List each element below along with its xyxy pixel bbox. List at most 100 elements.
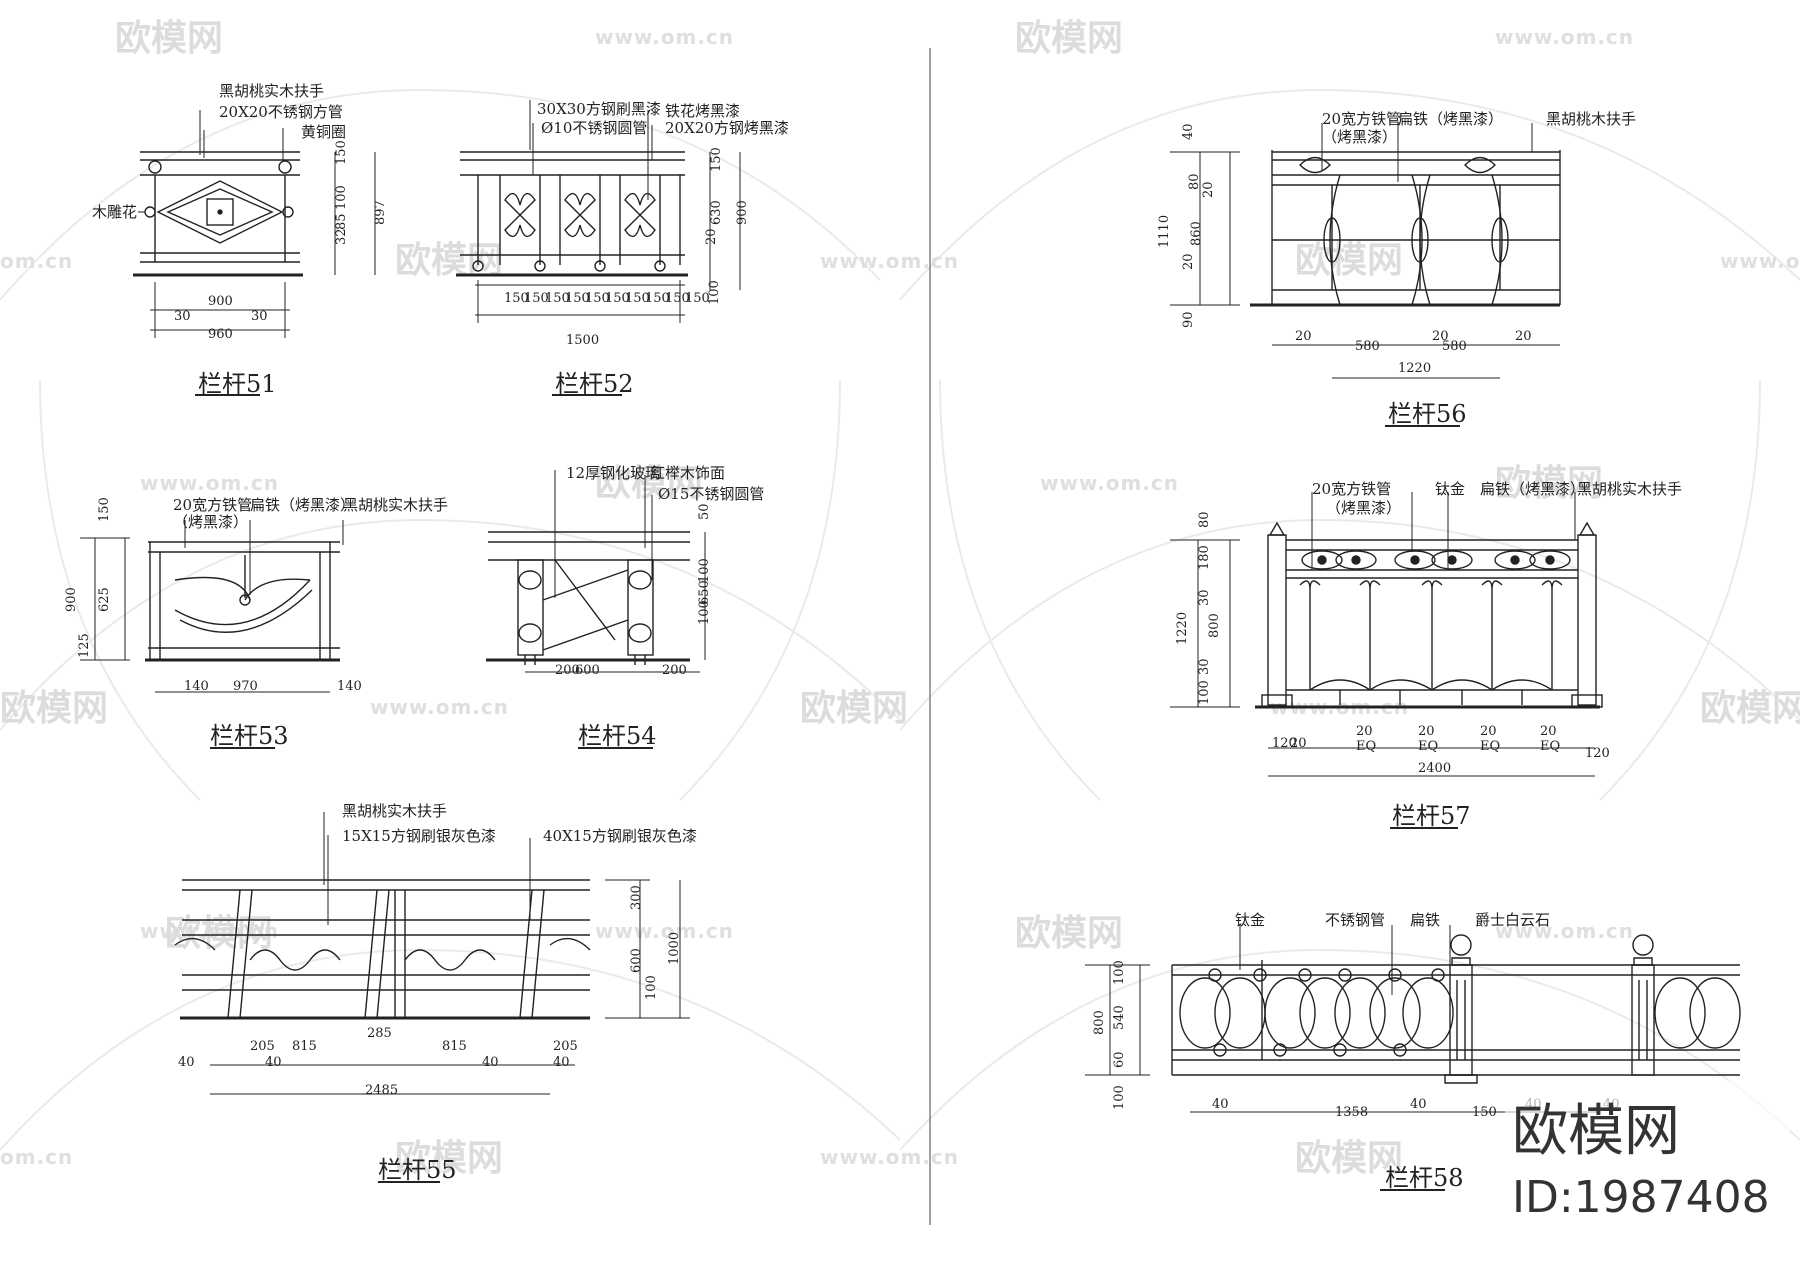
watermark-brand-1: 欧模网 bbox=[115, 18, 223, 59]
r52-dim-7: 150 bbox=[645, 291, 670, 306]
watermark-url-2: www.om.cn bbox=[1495, 25, 1634, 49]
r52-dim-4: 150 bbox=[585, 291, 610, 306]
r53-dim-2: 125 bbox=[77, 633, 92, 658]
r51-label-0: 黑胡桃实木扶手 bbox=[219, 82, 324, 100]
r51-label-1: 20X20不锈钢方管 bbox=[219, 103, 343, 121]
r51-dim-6: 85 bbox=[334, 213, 349, 230]
r53-dim-3: 900 bbox=[64, 587, 79, 612]
r56-dim-6: 1110 bbox=[1157, 215, 1172, 248]
watermark-brand-10: 欧模网 bbox=[165, 913, 273, 954]
r57-dim-3: 800 bbox=[1207, 613, 1222, 638]
r56-dim-10: 580 bbox=[1442, 339, 1467, 354]
r56-dim-5: 90 bbox=[1181, 311, 1196, 328]
r54-dim-3: 650 bbox=[697, 580, 712, 605]
r52-dim-0: 150 bbox=[504, 291, 529, 306]
r52-dim-14: 100 bbox=[707, 280, 722, 305]
watermark-brand-13: 欧模网 bbox=[1295, 1138, 1403, 1179]
r56-dim-3: 860 bbox=[1189, 221, 1204, 246]
r58-dim-3: 800 bbox=[1092, 1010, 1107, 1035]
r58-dim-1: 540 bbox=[1112, 1005, 1127, 1030]
r57-dim-1: 180 bbox=[1197, 545, 1212, 570]
r58-label-2: 扁铁 bbox=[1410, 911, 1440, 929]
r52-label-3: 20X20方钢烤黑漆 bbox=[665, 119, 789, 137]
r58-label-0: 钛金 bbox=[1235, 911, 1265, 929]
r55-dim-5: 205 bbox=[250, 1039, 275, 1054]
r54-dim-1: 100 bbox=[697, 558, 712, 583]
r57-dim-7: 120 bbox=[1272, 736, 1297, 751]
r57-dim-5: 100 bbox=[1197, 680, 1212, 705]
r55-dim-10: 40 bbox=[482, 1055, 499, 1070]
r51-dim-8: 897 bbox=[373, 200, 388, 225]
railing-51 bbox=[133, 110, 376, 396]
r52-dim-8: 150 bbox=[665, 291, 690, 306]
r51-title: 栏杆51 bbox=[198, 370, 277, 398]
r55-dim-3: 1000 bbox=[667, 932, 682, 965]
r52-dim-15: 900 bbox=[735, 200, 750, 225]
r56-dim-12: 1220 bbox=[1398, 361, 1431, 376]
r57-dim-4: 30 bbox=[1197, 658, 1212, 675]
r55-dim-1: 600 bbox=[629, 948, 644, 973]
watermark-url-13: om.cn bbox=[0, 1145, 73, 1169]
r52-dim-2: 150 bbox=[545, 291, 570, 306]
r54-title: 栏杆54 bbox=[578, 722, 657, 750]
r57-dim-14: EQ bbox=[1480, 739, 1500, 754]
railing-52-text: 30X30方钢刷黑漆 铁花烤黑漆 Ø10不锈钢圆管 20X20方钢烤黑漆 150… bbox=[504, 100, 789, 398]
r52-dim-12: 630 bbox=[709, 200, 724, 225]
r58-title: 栏杆58 bbox=[1385, 1164, 1464, 1192]
watermark-url-14: www.om.cn bbox=[820, 1145, 959, 1169]
r54-label-2: Ø15不锈钢圆管 bbox=[658, 485, 764, 503]
watermark-brand-7: 欧模网 bbox=[0, 688, 108, 729]
r58-dim-6: 1358 bbox=[1335, 1105, 1368, 1120]
r57-label-2: 钛金 bbox=[1435, 480, 1465, 498]
railing-55 bbox=[174, 812, 690, 1183]
watermark-layer: 欧模网 www.om.cn 欧模网 www.om.cn om.cn 欧模网 ww… bbox=[0, 18, 1800, 1179]
r51-dim-5: 100 bbox=[334, 185, 349, 210]
r52-dim-6: 150 bbox=[625, 291, 650, 306]
r57-dim-18: 2400 bbox=[1418, 761, 1451, 776]
r55-title: 栏杆55 bbox=[378, 1156, 457, 1184]
r57-dim-9: 20 bbox=[1356, 724, 1373, 739]
r55-dim-2: 100 bbox=[644, 975, 659, 1000]
r53-label-3: （烤黑漆） bbox=[173, 513, 248, 531]
r55-dim-0: 300 bbox=[629, 885, 644, 910]
watermark-brand-8: 欧模网 bbox=[800, 688, 908, 729]
r56-label-2: （烤黑漆） bbox=[1322, 128, 1397, 146]
r51-label-3: 木雕花 bbox=[92, 203, 137, 221]
r52-dim-11: 150 bbox=[709, 147, 724, 172]
r53-dim-4: 140 bbox=[184, 679, 209, 694]
r55-dim-9: 815 bbox=[442, 1039, 467, 1054]
r58-dim-4: 100 bbox=[1112, 1085, 1127, 1110]
railing-56 bbox=[1170, 123, 1561, 427]
watermark-url-7: www.om.cn bbox=[1040, 471, 1179, 495]
r54-dim-4: 200 bbox=[555, 663, 580, 678]
r53-title: 栏杆53 bbox=[210, 722, 289, 750]
railing-55-text: 黑胡桃实木扶手 15X15方钢刷银灰色漆 40X15方钢刷银灰色漆 300 60… bbox=[178, 802, 697, 1184]
r52-dim-3: 150 bbox=[565, 291, 590, 306]
r56-label-1: 扁铁（烤黑漆） bbox=[1398, 110, 1503, 128]
r54-dim-0: 50 bbox=[697, 503, 712, 520]
r55-label-0: 黑胡桃实木扶手 bbox=[342, 802, 447, 820]
r57-dim-12: EQ bbox=[1418, 739, 1438, 754]
railing-56-text: 20宽方铁管 扁铁（烤黑漆） （烤黑漆） 黑胡桃木扶手 40 80 20 860… bbox=[1157, 110, 1636, 428]
watermark-url-12: www.om.cn bbox=[1495, 919, 1634, 943]
r53-dim-5: 970 bbox=[233, 679, 258, 694]
r55-label-2: 40X15方钢刷银灰色漆 bbox=[543, 827, 697, 845]
r51-dim-0: 900 bbox=[208, 294, 233, 309]
railing-54 bbox=[486, 470, 706, 749]
r55-dim-4: 40 bbox=[178, 1055, 195, 1070]
r57-label-4: 黑胡桃实木扶手 bbox=[1577, 480, 1682, 498]
r57-dim-10: EQ bbox=[1356, 739, 1376, 754]
r56-dim-8: 580 bbox=[1355, 339, 1380, 354]
r53-label-0: 20宽方铁管 bbox=[173, 496, 252, 514]
watermark-url-8: www.om.cn bbox=[370, 695, 509, 719]
railing-58-text: 钛金 不锈钢管 扁铁 爵士白云石 100 540 60 800 100 40 1… bbox=[1092, 911, 1620, 1192]
corner-brand-id: ID:1987408 bbox=[1512, 1172, 1770, 1223]
r56-label-0: 20宽方铁管 bbox=[1322, 110, 1401, 128]
railing-54-text: 12厚钢化玻璃 红榉木饰面 Ø15不锈钢圆管 50 100 100 650 20… bbox=[555, 464, 764, 750]
r56-title: 栏杆56 bbox=[1388, 400, 1467, 428]
r56-dim-1: 80 bbox=[1187, 173, 1202, 190]
r56-dim-11: 20 bbox=[1515, 329, 1532, 344]
watermark-url-4: www.om.cn bbox=[820, 249, 959, 273]
r57-dim-6: 1220 bbox=[1175, 612, 1190, 645]
